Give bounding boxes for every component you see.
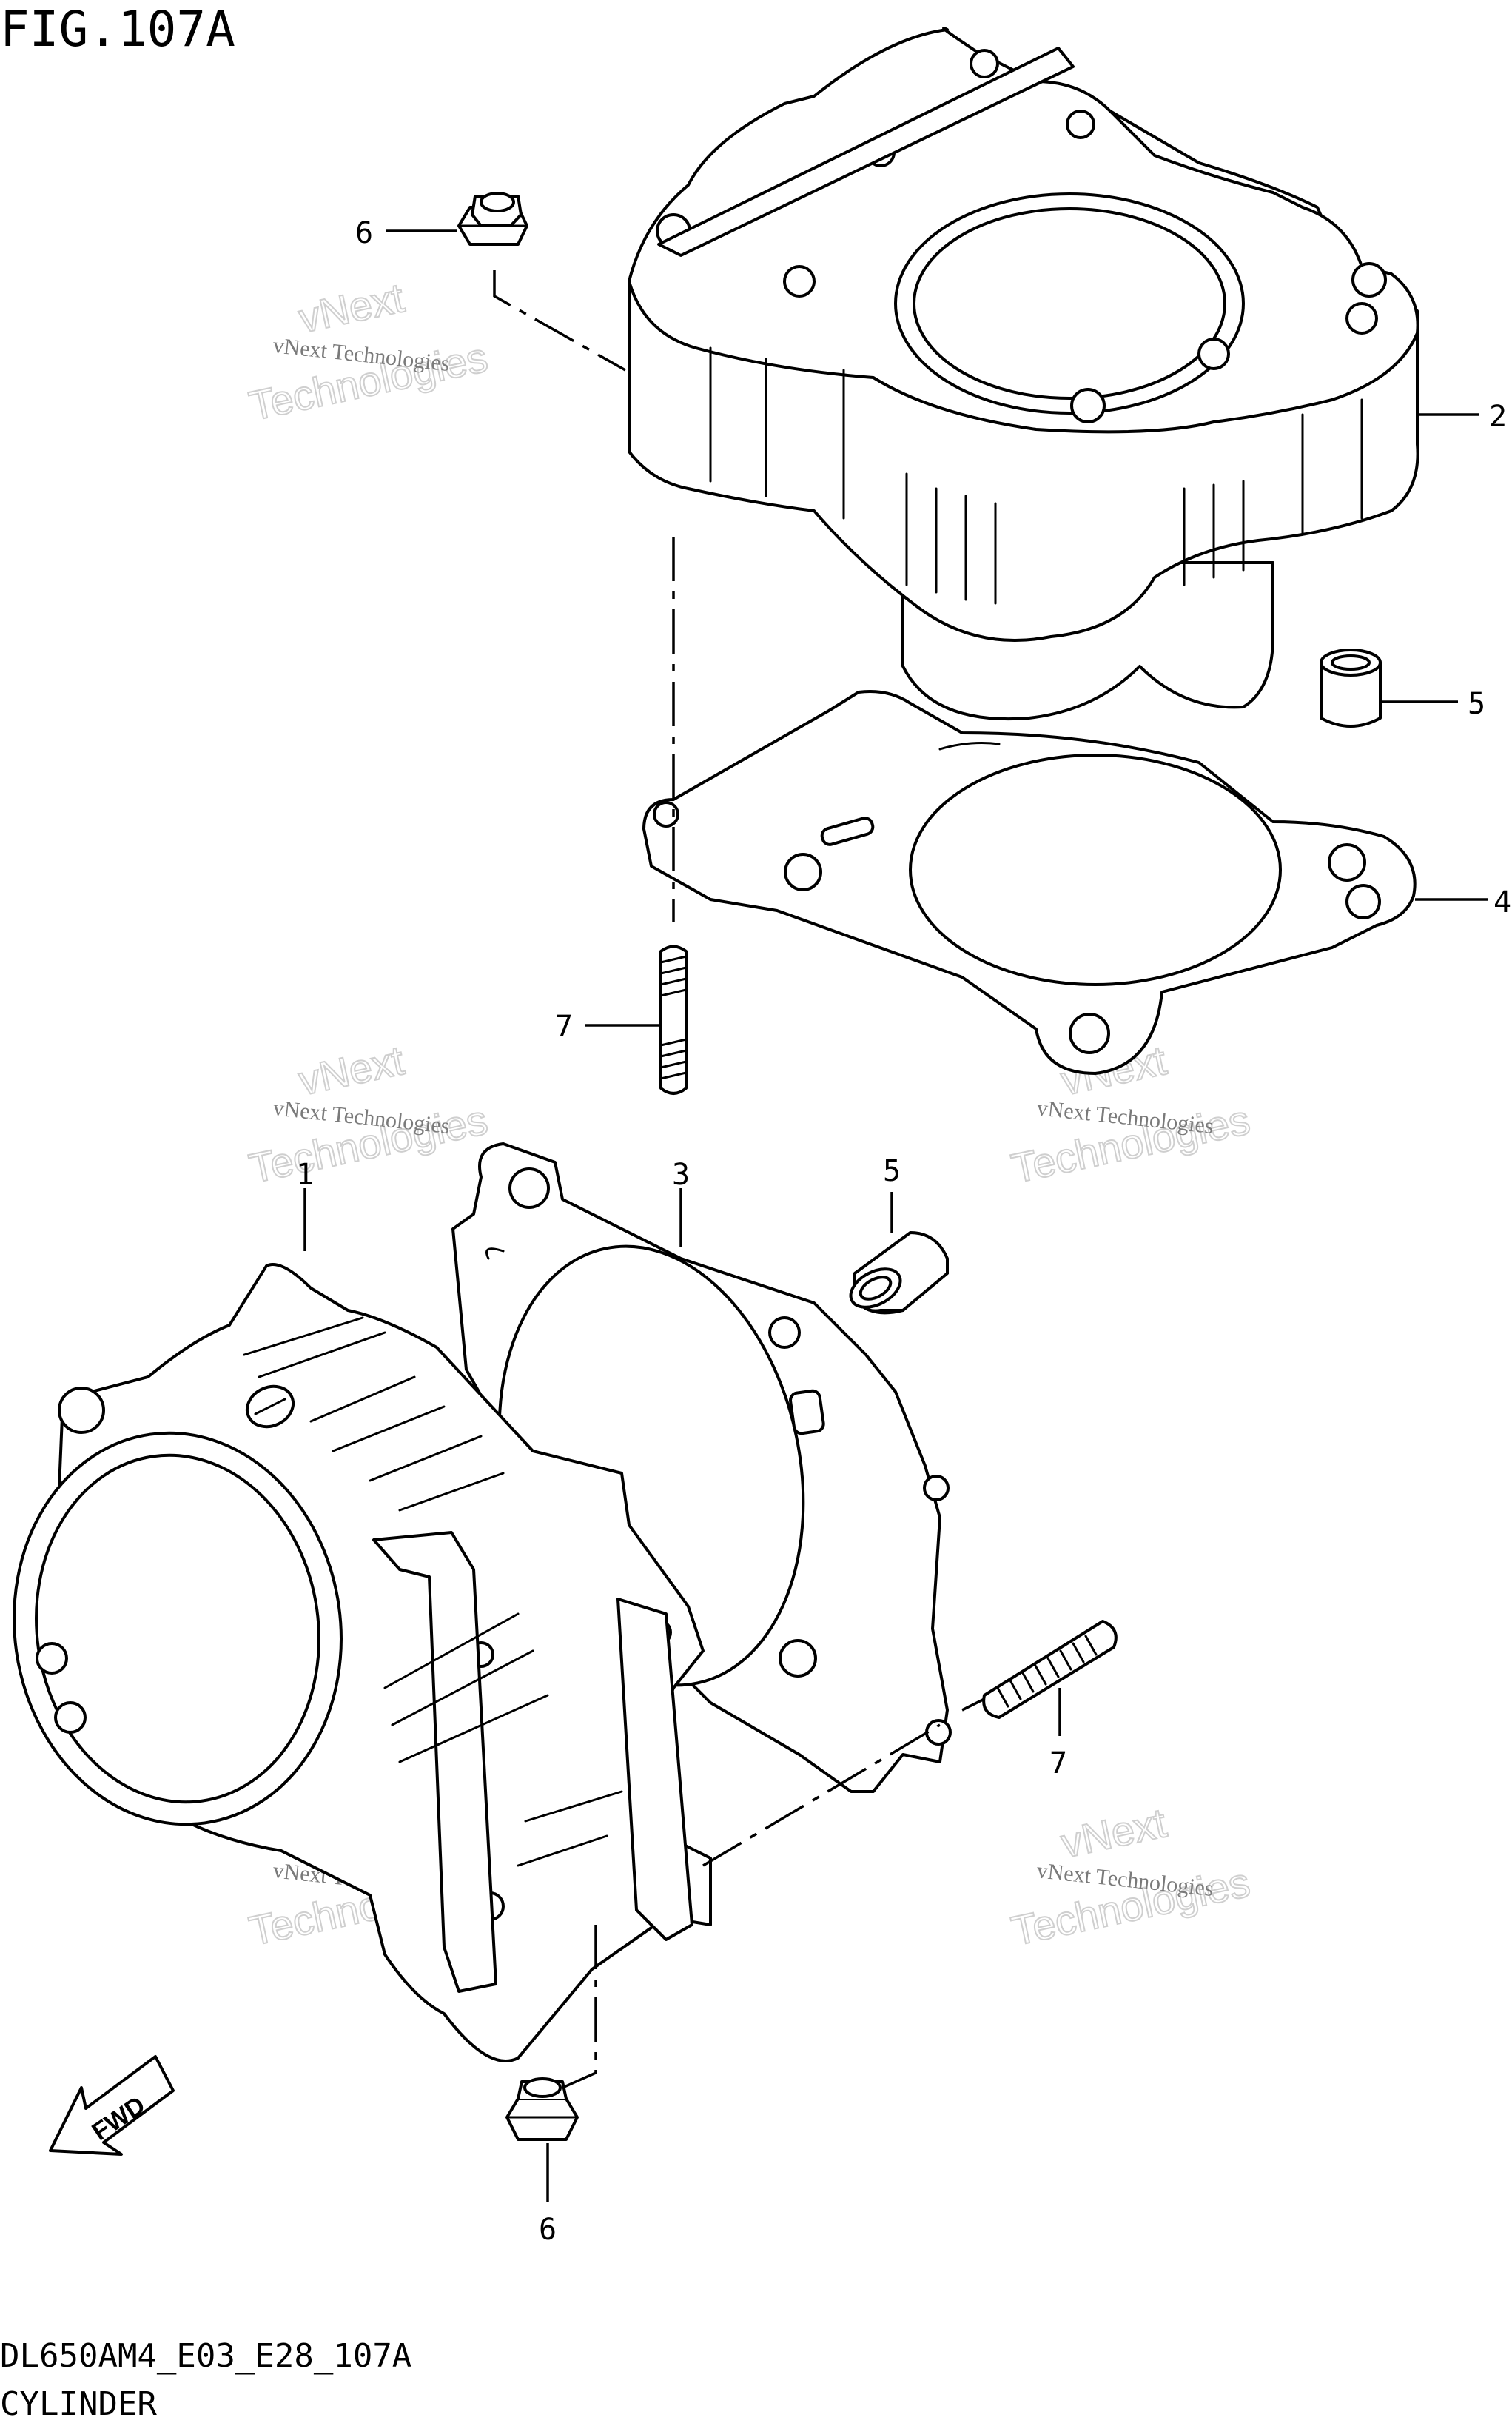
callout-6-lower: 6 [539,2213,557,2247]
head-fins [243,1316,623,1867]
watermark-top: vNext [295,1036,409,1104]
callout-2: 2 [1489,400,1507,434]
stud-threads [659,955,688,1080]
callout-3: 3 [672,1158,690,1192]
fwd-arrow-icon: FWD [49,2055,175,2156]
part-6-lower-nut[interactable] [505,2077,579,2141]
part-6-upper-nut[interactable] [457,192,528,246]
callout-6-upper: 6 [355,216,373,250]
callout-1: 1 [296,1158,314,1192]
lower-nut-guide-line [562,1925,597,2089]
part-5-upper-dowel[interactable] [1320,649,1382,728]
watermark-top: vNext [295,274,409,341]
callout-7-upper: 7 [555,1010,573,1044]
part-4-base-gasket[interactable] [642,690,1417,1075]
part-6-upper-guide-line [493,270,626,372]
watermark-top: vNext [1057,1799,1171,1866]
part-7-lower-stud[interactable] [982,1620,1118,1719]
part-1-cylinder-head[interactable] [0,1263,712,2062]
lower-stud-guide-line [702,1723,941,1867]
figure-code: DL650AM4_E03_E28_107A [0,2337,411,2375]
callout-5-lower: 5 [883,1154,901,1188]
figure-name: CYLINDER [0,2385,157,2423]
callout-5-upper: 5 [1468,687,1485,721]
callout-4: 4 [1493,885,1511,919]
stud-threads-lower [996,1635,1098,1708]
figure-title: FIG.107A [0,1,235,58]
part-2-cylinder-upper[interactable] [628,27,1419,721]
cooling-fins [709,346,1363,605]
part-5-lower-dowel[interactable] [844,1231,949,1315]
part-7-upper-stud[interactable] [659,945,688,1095]
callout-7-lower: 7 [1049,1746,1067,1780]
